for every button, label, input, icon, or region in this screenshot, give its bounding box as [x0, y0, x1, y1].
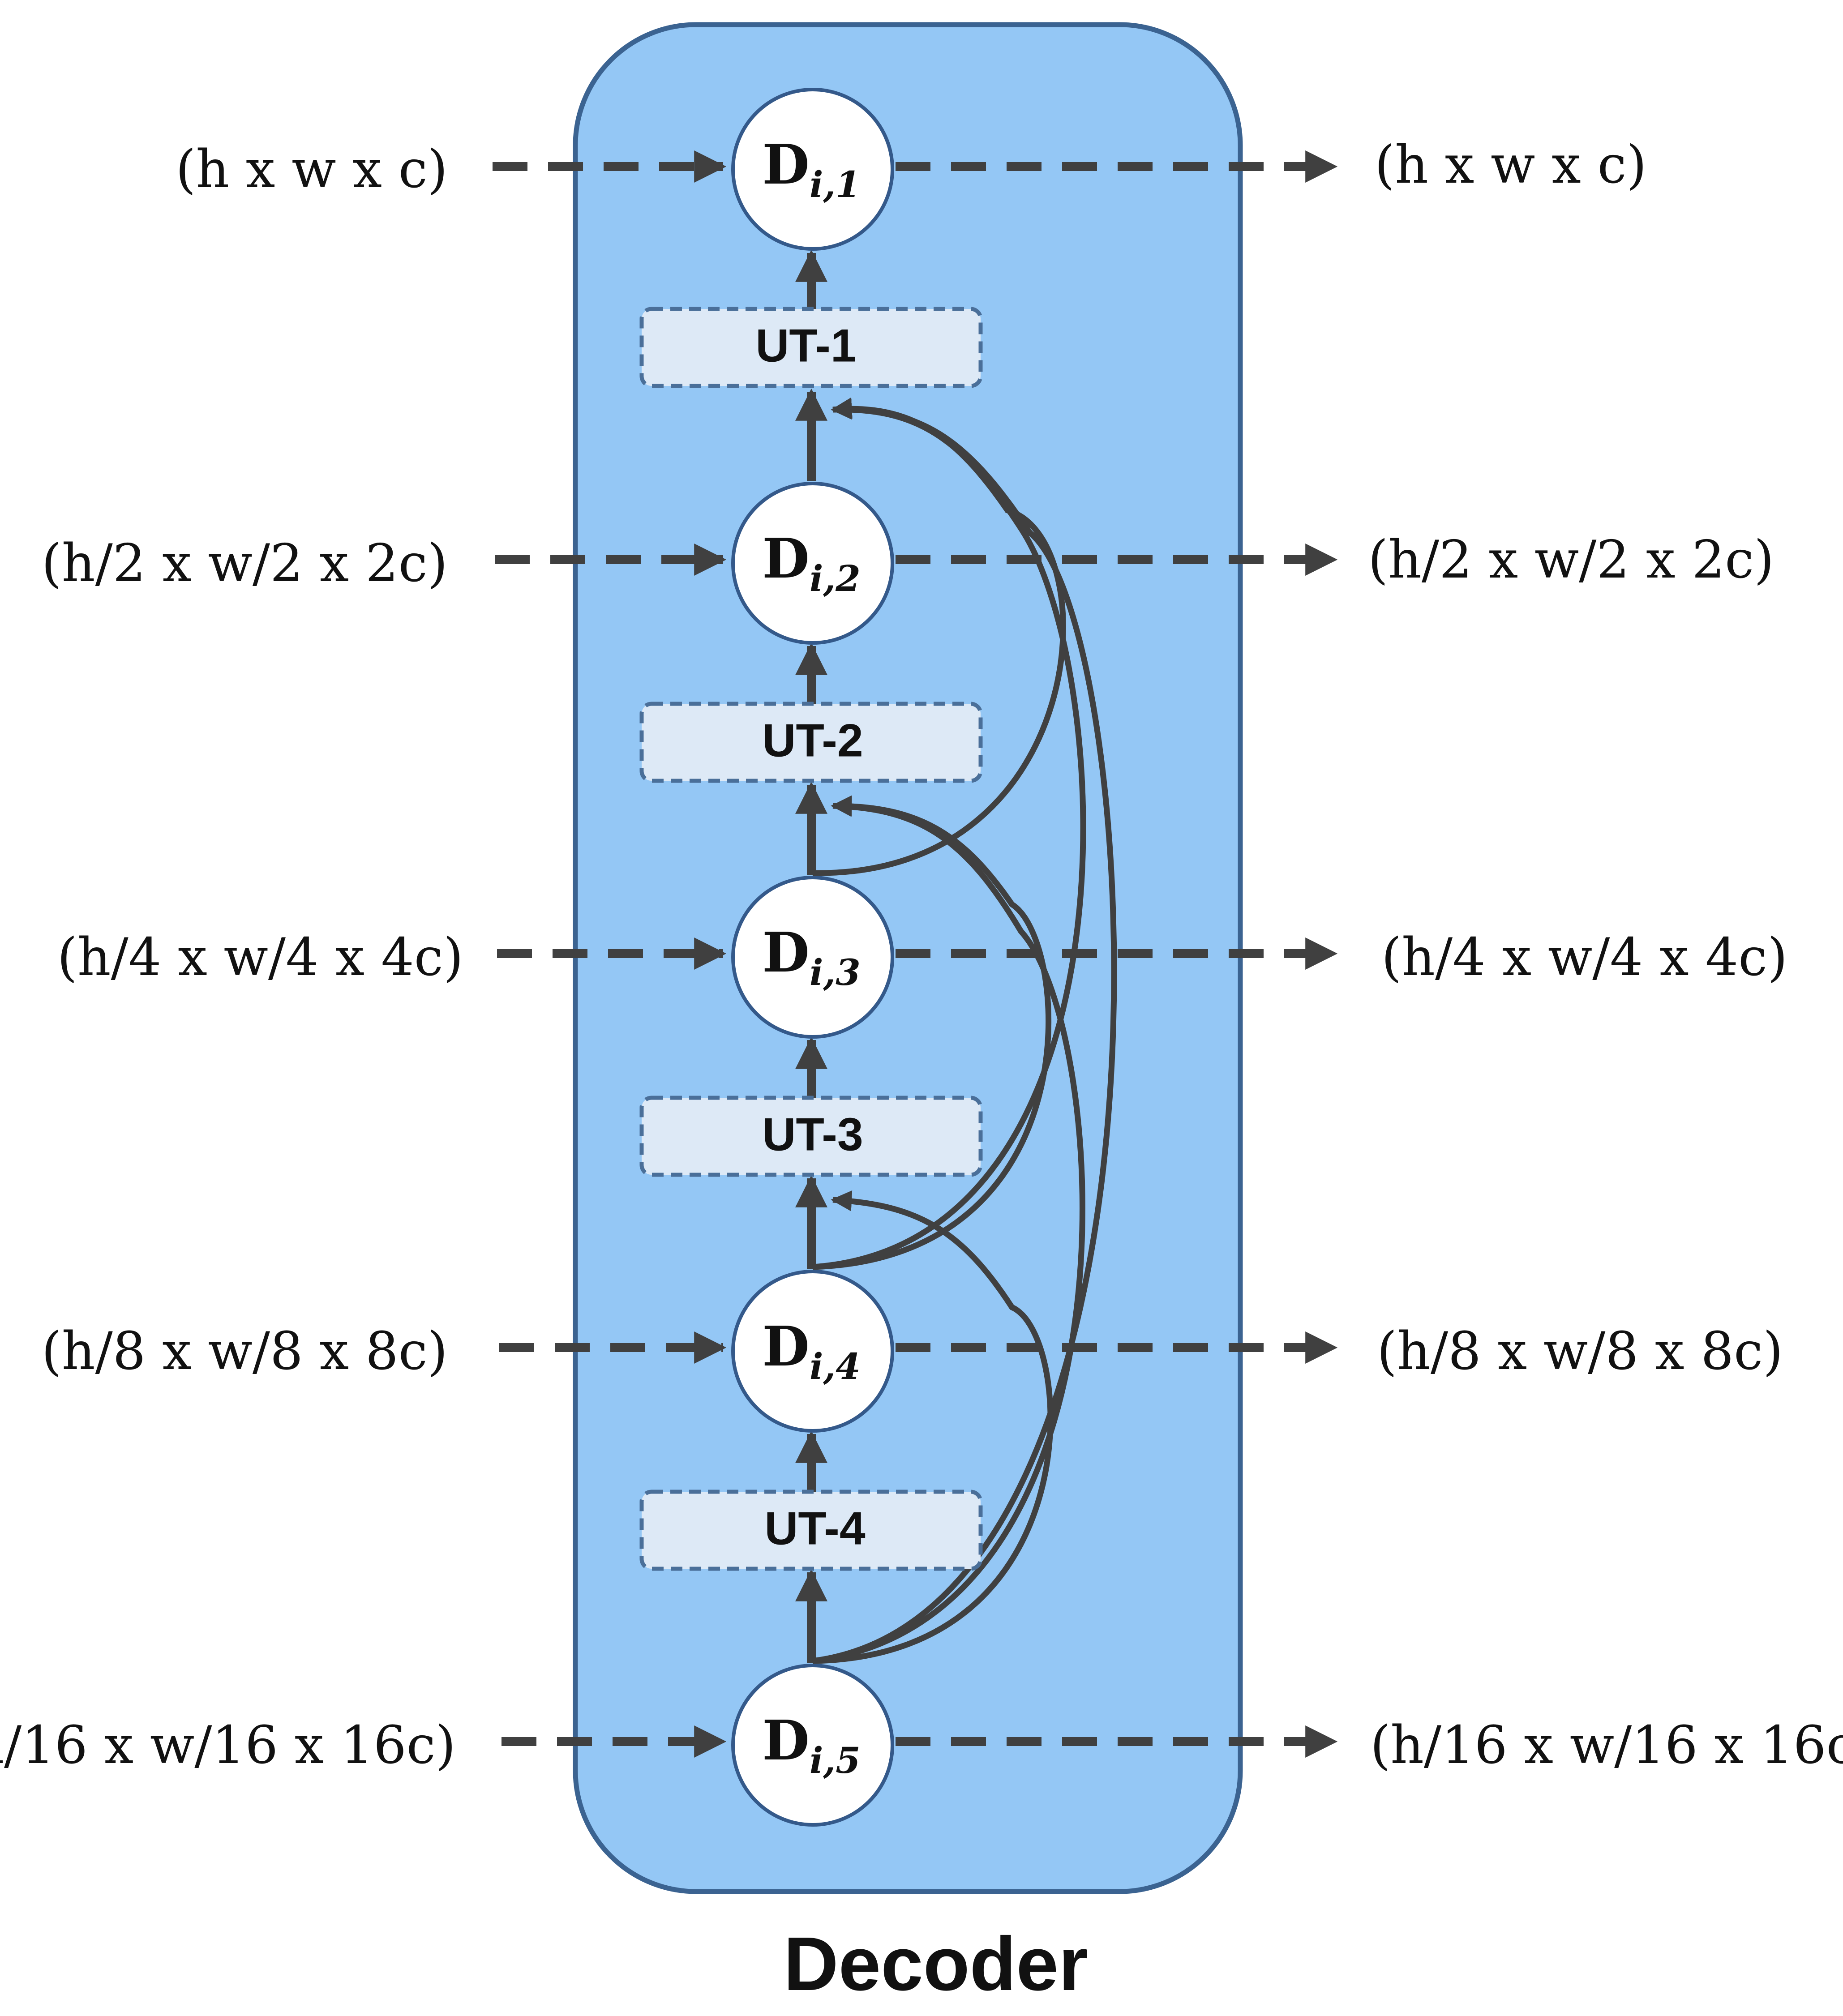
output-label-5: (h/16 x w/16 x 16c) [1370, 1715, 1843, 1776]
ut-block-1: UT-1 [639, 307, 983, 388]
input-label-5: (h/16 x w/16 x 16c) [0, 1715, 456, 1776]
decoder-nodes: Di,1 Di,2 Di,3 Di,4 Di,5 [731, 88, 894, 1827]
output-label-4: (h/8 x w/8 x 8c) [1377, 1321, 1783, 1382]
svg-text:Di,3: Di,3 [762, 920, 861, 993]
skip-d4-to-ut2 [812, 795, 1052, 1270]
decoder-node-5: Di,5 [731, 1664, 894, 1827]
output-label-3: (h/4 x w/4 x 4c) [1381, 927, 1787, 988]
svg-text:Di,1: Di,1 [762, 132, 861, 205]
skip-connections [812, 398, 1117, 1664]
decoder-node-2: Di,2 [731, 482, 894, 645]
ut-label-1: UT-1 [755, 320, 856, 372]
output-label-2: (h/2 x w/2 x 2c) [1368, 530, 1774, 590]
output-label-1: (h x w x c) [1375, 135, 1647, 195]
node-3-subscript: i,3 [810, 951, 861, 993]
node-2-subscript: i,2 [810, 557, 861, 599]
ut-blocks: UT-1 UT-2 UT-3 UT-4 [639, 307, 983, 1571]
svg-text:Di,4: Di,4 [762, 1314, 861, 1387]
io-arrows [493, 150, 1338, 1758]
ut-block-2: UT-2 [639, 702, 983, 783]
node-5-letter: D [762, 1708, 810, 1772]
input-label-3: (h/4 x w/4 x 4c) [57, 927, 463, 988]
input-labels: (h x w x c) (h/2 x w/2 x 2c) (h/4 x w/4 … [0, 139, 463, 1776]
ut-block-3: UT-3 [639, 1096, 983, 1177]
node-1-letter: D [762, 132, 810, 197]
diagram-title: Decoder [784, 1922, 1088, 2007]
output-labels: (h x w x c) (h/2 x w/2 x 2c) (h/4 x w/4 … [1368, 135, 1843, 1776]
node-4-letter: D [762, 1314, 810, 1378]
decoder-node-3: Di,3 [731, 876, 894, 1039]
svg-text:Di,5: Di,5 [762, 1708, 861, 1781]
node-3-letter: D [762, 920, 810, 984]
svg-text:Di,2: Di,2 [762, 526, 861, 599]
node-2-letter: D [762, 526, 810, 591]
skip-d5-to-ut3 [812, 1190, 1054, 1664]
node-4-subscript: i,4 [810, 1345, 861, 1387]
input-label-4: (h/8 x w/8 x 8c) [42, 1321, 448, 1382]
ut-block-4: UT-4 [639, 1490, 983, 1571]
ut-label-2: UT-2 [762, 715, 863, 766]
skip-d5-to-ut2 [812, 796, 1085, 1664]
decoder-node-1: Di,1 [731, 88, 894, 251]
ut-label-3: UT-3 [762, 1109, 863, 1160]
input-label-1: (h x w x c) [176, 139, 448, 200]
decoder-node-4: Di,4 [731, 1270, 894, 1433]
node-1-subscript: i,1 [810, 163, 861, 205]
skip-d5-to-ut1 [812, 398, 1117, 1664]
input-label-2: (h/2 x w/2 x 2c) [42, 533, 448, 594]
node-5-subscript: i,5 [810, 1739, 861, 1781]
ut-label-4: UT-4 [764, 1502, 866, 1554]
